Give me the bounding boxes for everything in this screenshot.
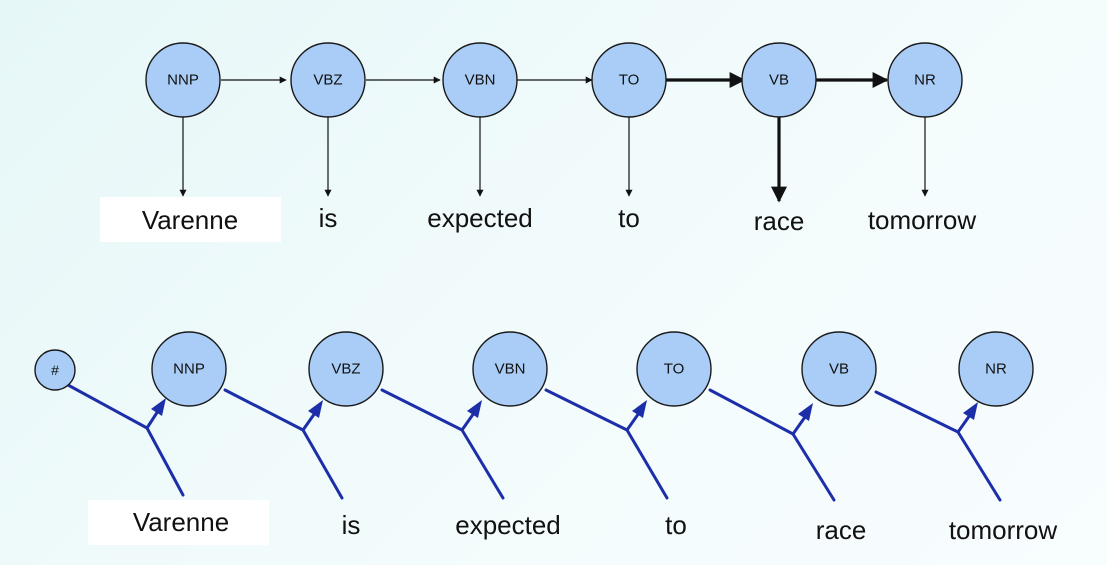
factor-start-nnp <box>66 383 185 497</box>
top-node-vbz: VBZ <box>290 42 366 118</box>
bottom-diagram: # NNP VBZ VBN TO VB NR Varenne is <box>34 331 1058 545</box>
top-node-vbn: VBN <box>442 42 518 118</box>
bottom-word-tomorrow: tomorrow <box>949 515 1058 545</box>
bottom-word-varenne: Varenne <box>133 507 229 537</box>
factor-to-vb <box>708 388 836 502</box>
bottom-word-race: race <box>816 515 867 545</box>
top-node-vbz-label: VBZ <box>313 72 342 89</box>
bottom-word-expected: expected <box>455 510 561 540</box>
bottom-node-vbn-label: VBN <box>495 361 526 378</box>
top-word-box <box>100 197 281 242</box>
bottom-node-vb: VB <box>801 331 877 407</box>
top-word-tomorrow: tomorrow <box>868 205 977 235</box>
start-symbol: # <box>51 362 59 378</box>
bottom-node-to: TO <box>636 331 712 407</box>
bottom-node-nnp-label: NNP <box>173 361 205 378</box>
top-diagram: NNP VBZ VBN TO VB NR Varenne is expected… <box>100 42 977 242</box>
bottom-node-start: # <box>34 349 76 391</box>
top-node-nr-label: NR <box>914 72 936 89</box>
bottom-node-vb-label: VB <box>829 361 849 378</box>
top-node-nnp-label: NNP <box>167 72 199 89</box>
top-word-varenne: Varenne <box>142 205 238 235</box>
bottom-word-is: is <box>342 510 361 540</box>
factor-vbz-vbn <box>380 388 505 500</box>
factor-nnp-vbz <box>223 388 344 500</box>
bottom-node-nr-label: NR <box>985 361 1007 378</box>
top-node-nr: NR <box>887 42 963 118</box>
bottom-node-nr: NR <box>958 331 1034 407</box>
top-node-vb-label: VB <box>769 72 789 89</box>
bottom-node-vbz: VBZ <box>308 331 384 407</box>
top-node-nnp: NNP <box>145 42 221 118</box>
top-node-to: TO <box>591 42 667 118</box>
bottom-node-vbn: VBN <box>472 331 548 407</box>
bottom-word-to: to <box>665 510 687 540</box>
top-node-to-label: TO <box>619 72 640 89</box>
top-word-expected: expected <box>427 203 533 233</box>
top-word-race: race <box>754 206 805 236</box>
bottom-word-box <box>88 500 269 545</box>
factor-vbn-to <box>544 388 669 500</box>
bottom-node-nnp: NNP <box>151 331 227 407</box>
bottom-node-vbz-label: VBZ <box>331 361 360 378</box>
bottom-node-to-label: TO <box>664 361 685 378</box>
factor-vb-nr <box>874 390 1002 502</box>
top-node-vb: VB <box>741 42 817 118</box>
top-word-is: is <box>319 203 338 233</box>
top-word-to: to <box>618 203 640 233</box>
top-node-vbn-label: VBN <box>465 72 496 89</box>
